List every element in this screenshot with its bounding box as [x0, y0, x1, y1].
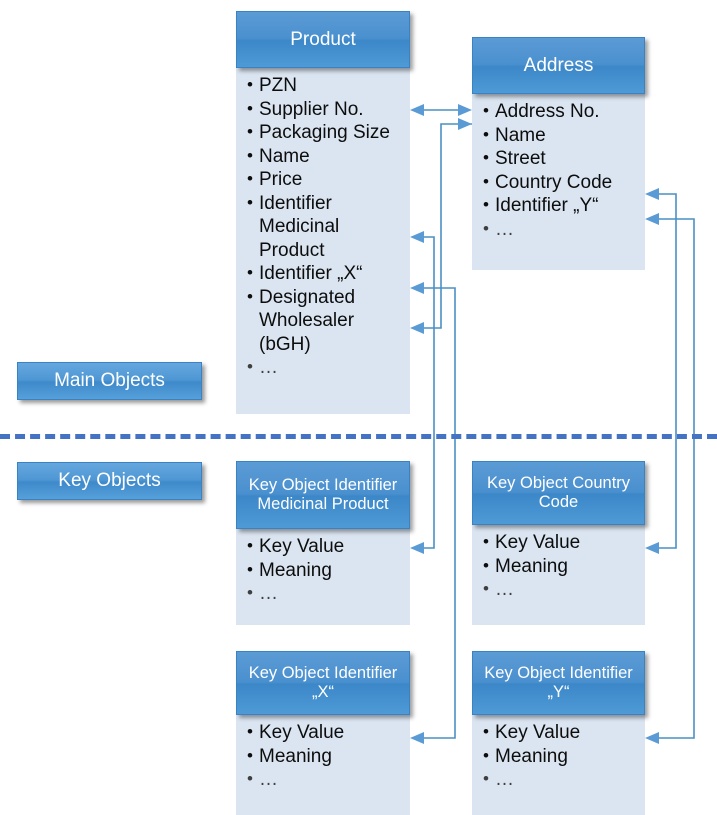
arrowhead-identifier-medicinal [410, 231, 424, 243]
field-supplier-no: Supplier No. [246, 97, 402, 122]
field-kocc-ellipsis: … [482, 577, 637, 602]
connector-komp-to-product [420, 236, 435, 549]
entity-komp-fields: Key Value Meaning … [236, 534, 410, 606]
arrowhead-kocc-body [645, 542, 659, 554]
field-kocc-key-value: Key Value [482, 530, 637, 555]
entity-key-object-identifier-medicinal-product[interactable]: Key Object Identifier Medicinal Product … [236, 461, 410, 625]
field-packaging-size: Packaging Size [246, 120, 402, 145]
entity-address[interactable]: Address Address No. Name Street Country … [472, 37, 645, 270]
field-key-value: Key Value [246, 534, 402, 559]
entity-komp-body: Key Value Meaning … [236, 529, 410, 625]
field-koy-key-value: Key Value [482, 720, 637, 745]
field-pzn: PZN [246, 73, 402, 98]
arrowhead-identifier-x [410, 282, 424, 294]
field-designated-wholesaler: Designated Wholesaler (bGH) [246, 285, 402, 357]
field-address-ellipsis: … [482, 217, 637, 242]
field-kox-ellipsis: … [246, 767, 402, 792]
field-price: Price [246, 167, 402, 192]
field-kox-meaning: Meaning [246, 744, 402, 769]
entity-address-body: Address No. Name Street Country Code Ide… [472, 94, 645, 270]
entity-address-fields: Address No. Name Street Country Code Ide… [472, 99, 645, 242]
arrowhead-address-anchor [458, 118, 472, 130]
entity-koy-fields: Key Value Meaning … [472, 720, 645, 792]
field-kocc-meaning: Meaning [482, 554, 637, 579]
entity-koy-body: Key Value Meaning … [472, 715, 645, 815]
entity-product-fields: PZN Supplier No. Packaging Size Name Pri… [236, 73, 410, 380]
field-address-no: Address No. [482, 99, 637, 124]
field-identifier-x: Identifier „X“ [246, 261, 402, 286]
arrowhead-wholesaler [410, 322, 424, 334]
field-meaning: Meaning [246, 558, 402, 583]
entity-product-body: PZN Supplier No. Packaging Size Name Pri… [236, 68, 410, 414]
connector-koy-to-address [655, 218, 695, 739]
entity-kox-title: Key Object Identifier „X“ [236, 651, 410, 715]
connector-kox-to-product [420, 287, 456, 739]
entity-product[interactable]: Product PZN Supplier No. Packaging Size … [236, 11, 410, 414]
arrowhead-to-address [458, 104, 472, 116]
entity-address-title: Address [472, 37, 645, 94]
connector-address-to-wholesaler [420, 123, 472, 329]
field-name: Name [246, 144, 402, 169]
field-identifier-medicinal-product: Identifier Medicinal Product [246, 191, 402, 263]
field-koy-ellipsis: … [482, 767, 637, 792]
field-kox-key-value: Key Value [246, 720, 402, 745]
entity-key-object-identifier-y[interactable]: Key Object Identifier „Y“ Key Value Mean… [472, 651, 645, 815]
field-street: Street [482, 146, 637, 171]
entity-key-object-country-code[interactable]: Key Object Country Code Key Value Meanin… [472, 461, 645, 625]
entity-kox-fields: Key Value Meaning … [236, 720, 410, 792]
connector-kocc-to-address [655, 193, 677, 549]
legend-main-objects: Main Objects [17, 362, 202, 400]
field-koy-meaning: Meaning [482, 744, 637, 769]
field-komp-ellipsis: … [246, 581, 402, 606]
arrowhead-to-product [410, 104, 424, 116]
entity-kocc-fields: Key Value Meaning … [472, 530, 645, 602]
entity-kocc-body: Key Value Meaning … [472, 525, 645, 625]
legend-key-objects: Key Objects [17, 462, 202, 500]
entity-product-title: Product [236, 11, 410, 68]
arrowhead-komp-body [410, 542, 424, 554]
arrowhead-koy-body [645, 732, 659, 744]
legend-key-objects-label: Key Objects [58, 470, 161, 491]
field-country-code: Country Code [482, 170, 637, 195]
field-address-name: Name [482, 123, 637, 148]
arrowhead-kox-body [410, 732, 424, 744]
arrowhead-identifier-y [645, 213, 659, 225]
entity-koy-title: Key Object Identifier „Y“ [472, 651, 645, 715]
entity-kox-body: Key Value Meaning … [236, 715, 410, 815]
arrowhead-country-code [645, 188, 659, 200]
section-divider [0, 434, 717, 439]
entity-kocc-title: Key Object Country Code [472, 461, 645, 525]
entity-key-object-identifier-x[interactable]: Key Object Identifier „X“ Key Value Mean… [236, 651, 410, 815]
field-ellipsis: … [246, 355, 402, 380]
legend-main-objects-label: Main Objects [54, 370, 165, 391]
entity-komp-title: Key Object Identifier Medicinal Product [236, 461, 410, 529]
field-identifier-y: Identifier „Y“ [482, 193, 637, 218]
